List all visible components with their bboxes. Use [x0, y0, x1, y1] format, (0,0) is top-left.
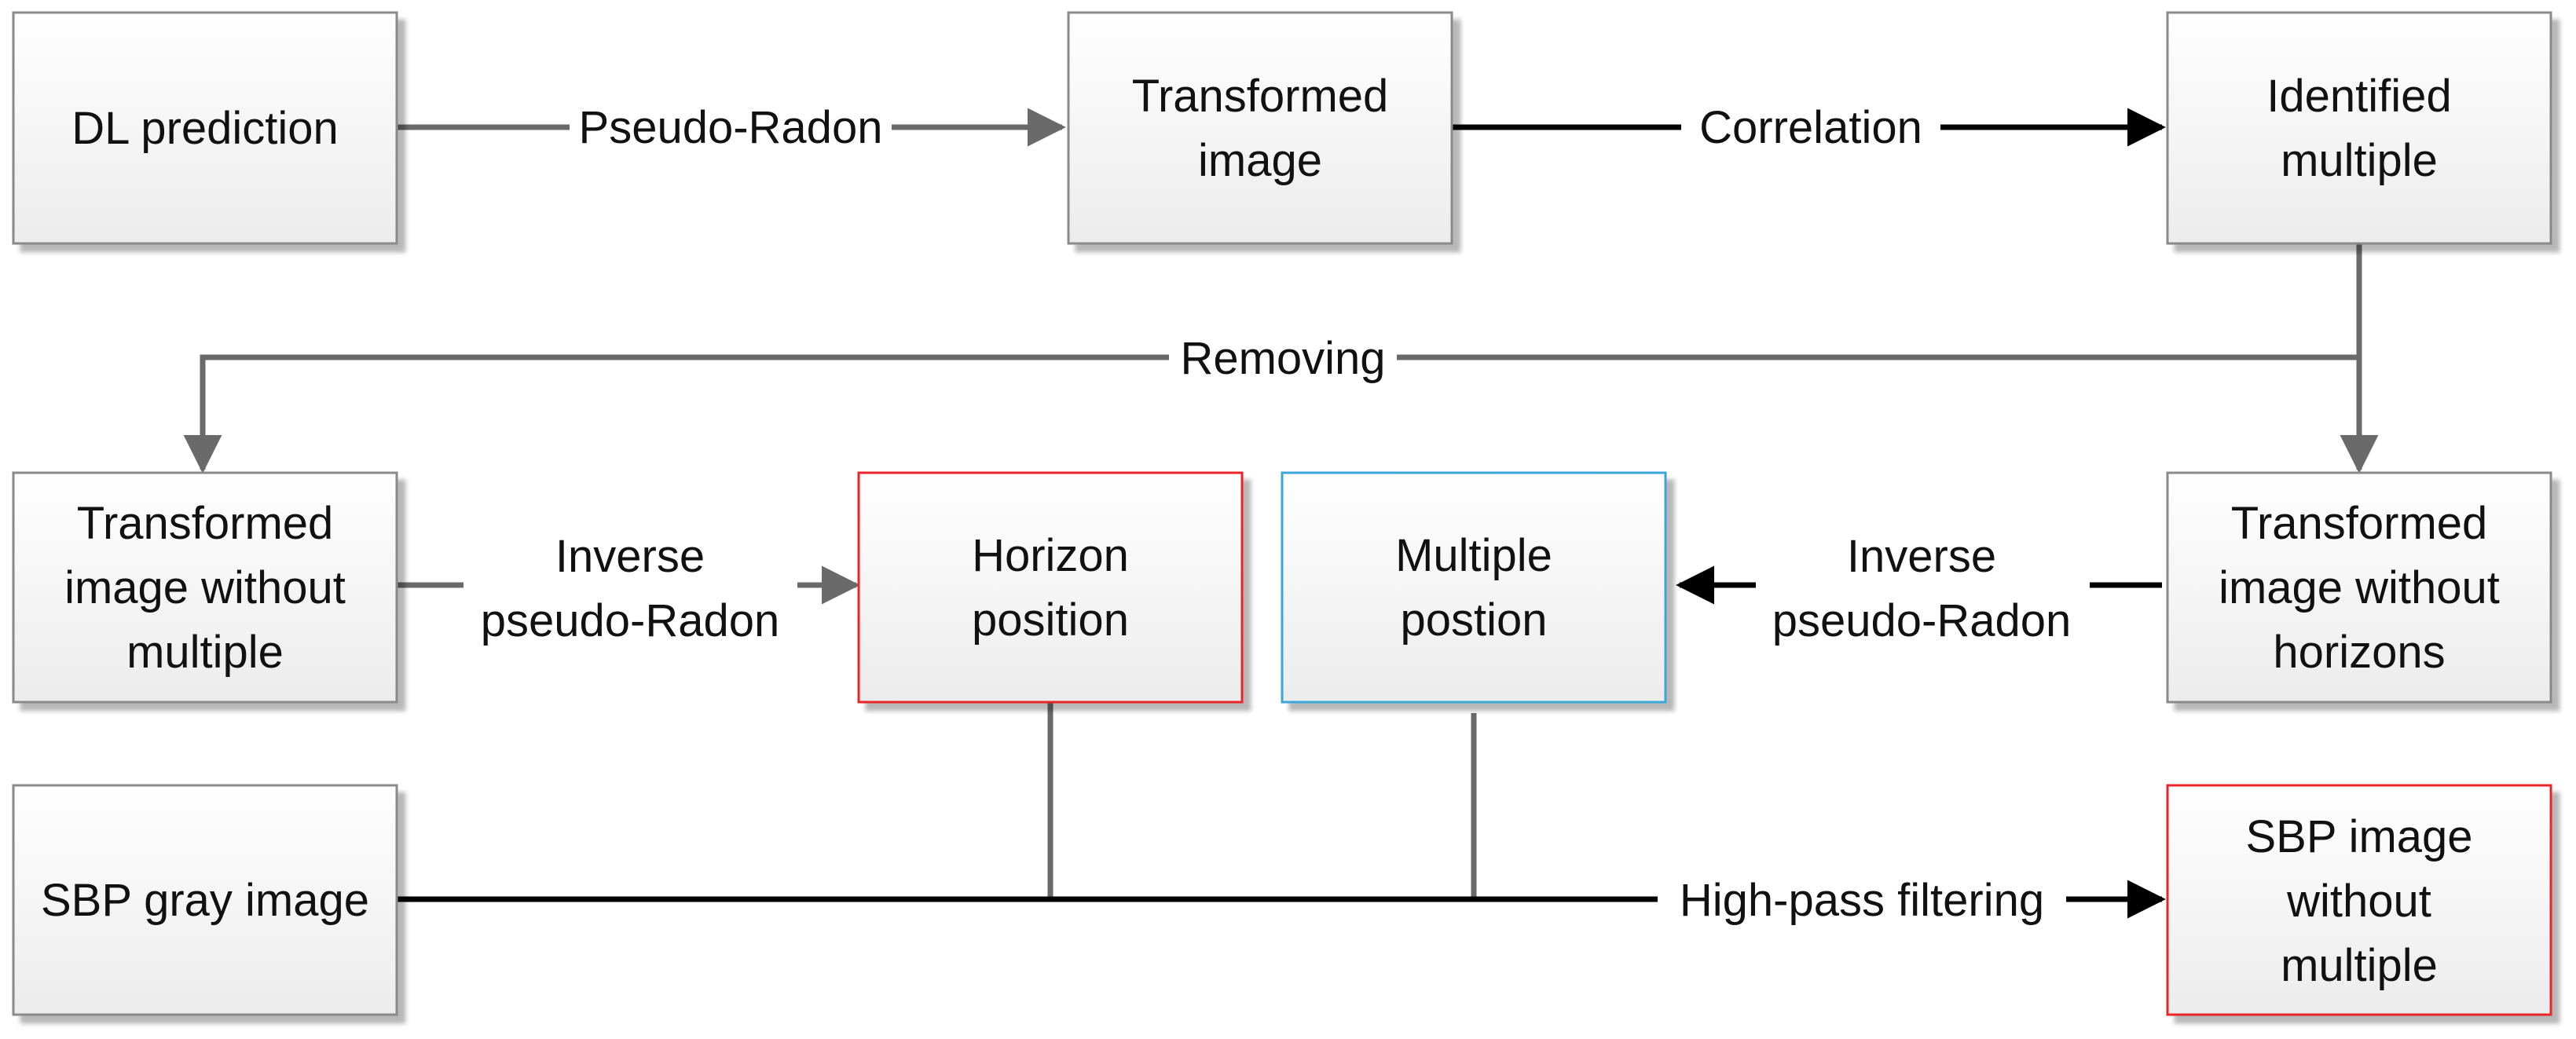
node-multiple-position-line-0: Multiple — [1395, 530, 1552, 581]
node-transformed-image-line-0: Transformed — [1132, 71, 1389, 122]
edge-label-correlation: Correlation — [1681, 98, 1940, 157]
node-horizon-position — [857, 471, 1244, 704]
node-transformed-without-horizons-line-0: Transformed — [2231, 498, 2488, 549]
node-identified-multiple-line-1: multiple — [2281, 135, 2438, 186]
edge-label-inverse-left: Inverse pseudo-Radon — [464, 522, 797, 652]
node-transformed-without-horizons-line-2: horizons — [2273, 627, 2445, 678]
node-sbp-gray-image-line-0: SBP gray image — [41, 875, 369, 926]
node-horizon-position-line-0: Horizon — [972, 530, 1129, 581]
node-transformed-image-line-1: image — [1198, 135, 1322, 186]
node-sbp-without-multiple-line-2: multiple — [2281, 940, 2438, 991]
edge-label-high-pass-line-0: High-pass filtering — [1680, 875, 2044, 926]
node-sbp-gray-image — [12, 784, 398, 1016]
edge-label-inverse-right-line-1: pseudo-Radon — [1772, 595, 2072, 646]
node-sbp-without-multiple-line-1: without — [2286, 876, 2431, 927]
node-multiple-position-line-1: postion — [1400, 594, 1547, 646]
edge-label-high-pass: High-pass filtering — [1658, 870, 2066, 929]
node-dl-prediction — [12, 11, 398, 245]
node-identified-multiple-line-0: Identified — [2266, 71, 2451, 122]
node-transformed-without-multiple-line-1: image without — [64, 562, 346, 613]
node-transformed-without-multiple — [12, 471, 398, 704]
edge-label-correlation-line-0: Correlation — [1699, 102, 1922, 153]
edge-removing-line — [183, 354, 2359, 474]
node-transformed-image — [1067, 11, 1453, 245]
edge-label-pseudo-radon: Pseudo-Radon — [570, 98, 892, 157]
node-dl-prediction-line-0: DL prediction — [71, 103, 339, 154]
edge-label-removing: Removing — [1169, 328, 1397, 387]
edge-label-inverse-left-line-0: Inverse — [555, 531, 705, 582]
node-transformed-without-multiple-line-2: multiple — [126, 627, 284, 678]
edge-label-inverse-right-line-0: Inverse — [1847, 531, 1996, 582]
node-sbp-without-multiple-line-0: SBP image — [2245, 811, 2472, 862]
node-horizon-position-line-1: position — [972, 594, 1129, 646]
edge-label-inverse-right: Inverse pseudo-Radon — [1756, 522, 2090, 652]
edge-label-inverse-left-line-1: pseudo-Radon — [481, 595, 780, 646]
node-transformed-without-multiple-line-0: Transformed — [77, 498, 334, 549]
node-transformed-without-horizons — [2166, 471, 2552, 704]
node-sbp-without-multiple — [2166, 784, 2552, 1016]
node-multiple-position — [1281, 471, 1667, 704]
node-identified-multiple — [2166, 11, 2552, 245]
edge-label-removing-line-0: Removing — [1180, 333, 1385, 384]
node-transformed-without-horizons-line-1: image without — [2219, 562, 2500, 613]
edge-label-pseudo-radon-line-0: Pseudo-Radon — [579, 102, 883, 153]
